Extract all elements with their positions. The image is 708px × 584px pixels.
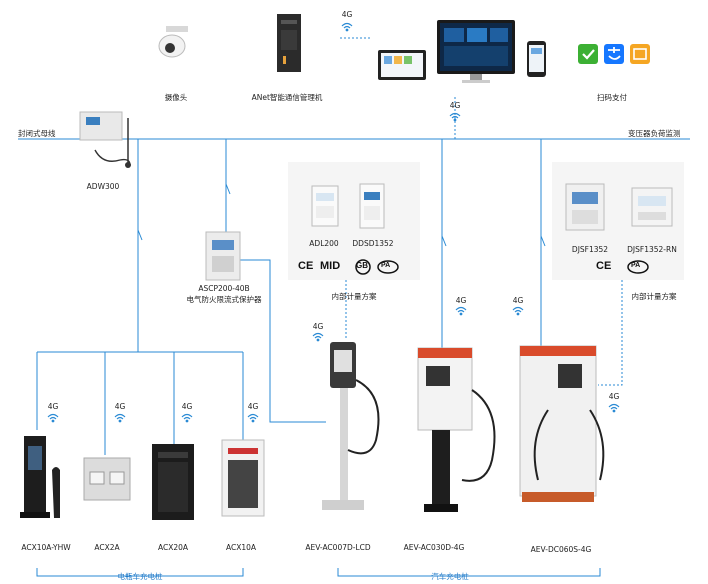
acx10a-yhw-charger-icon — [20, 436, 60, 518]
breaker-symbol-2 — [225, 183, 231, 195]
panel-right-caption: 内部计量方案 — [631, 292, 677, 301]
device-label-ac007d: AEV-AC007D-LCD — [305, 543, 371, 552]
payment-label: 扫码支付 — [597, 93, 627, 102]
unionpay-icon — [630, 44, 650, 64]
wifi-icon — [247, 413, 259, 423]
wifi-icon — [181, 413, 193, 423]
pa-cert-left: PA — [381, 262, 391, 269]
tablet-icon — [378, 50, 426, 80]
ebike-signal-2: 4G — [114, 402, 126, 411]
device-label-acx20a: ACX20A — [157, 543, 189, 552]
ddsd1352-meter-icon — [359, 183, 385, 229]
camera-icon — [158, 26, 188, 58]
acx20a-charger-icon — [152, 444, 194, 520]
wifi-icon — [341, 22, 353, 32]
breaker-symbol-3 — [441, 235, 447, 247]
alipay-icon — [604, 44, 624, 64]
bus-right-label: 变压器负荷监测 — [628, 129, 681, 138]
adl200-meter-icon — [311, 185, 339, 227]
acx2a-charger-icon — [83, 457, 131, 501]
wifi-icon — [608, 403, 620, 413]
device-label-ac030d: AEV-AC030D-4G — [403, 543, 465, 552]
device-label-acx10a: ACX10A — [225, 543, 257, 552]
pa-cert-right: PA — [631, 262, 641, 269]
mid-cert-left: MID — [320, 260, 341, 272]
ascp200-protector-icon — [205, 231, 241, 281]
adw300-meter-icon — [79, 111, 131, 168]
protector-name-label: 电气防火限流式保护器 — [186, 295, 262, 304]
wifi-icon — [455, 306, 467, 316]
aev-dc060s-charger-icon — [519, 345, 605, 502]
device-label-acx10a-yhw: ACX10A-YHW — [21, 543, 71, 552]
ebike-signal-4: 4G — [247, 402, 259, 411]
breaker-symbol — [137, 229, 143, 241]
ebike-signal-3: 4G — [181, 402, 193, 411]
wifi-icons — [47, 22, 620, 423]
ce-cert-left: CE — [298, 260, 314, 272]
djsf1352-rn-meter-icon — [631, 187, 673, 227]
protector-to-ac-line — [240, 259, 326, 423]
ebike-group-label: 电瓶车充电桩 — [117, 572, 163, 581]
bus-left-label: 封闭式母线 — [18, 129, 56, 138]
panel-left-model-1: ADL200 — [309, 239, 339, 248]
device-label-dc060s: AEV-DC060S-4G — [530, 545, 592, 554]
wifi-icon — [449, 112, 461, 122]
gb-cert-mark — [355, 259, 371, 275]
ev-signal-4: 4G — [608, 392, 620, 401]
ev-signal-3: 4G — [512, 296, 524, 305]
metering-panel-left — [288, 162, 420, 280]
pa-cert-mark-right — [627, 260, 649, 274]
gb-cert-left: GB — [356, 261, 368, 270]
panel-left-caption: 内部计量方案 — [331, 292, 377, 301]
device-label-acx2a: ACX2A — [94, 543, 120, 552]
ev-signal-1: 4G — [312, 322, 324, 331]
panel-left-model-2: DDSD1352 — [352, 239, 394, 248]
breaker-symbol-4 — [540, 235, 546, 247]
ce-cert-right: CE — [596, 260, 612, 272]
aev-ac030d-charger-icon — [417, 347, 496, 512]
bus-signal-label: 4G — [449, 101, 461, 110]
adw300-label: ADW300 — [86, 182, 120, 191]
wifi-icon — [312, 332, 324, 342]
wifi-icon — [512, 306, 524, 316]
ev-group-label: 汽车充电桩 — [431, 572, 469, 581]
wifi-icon — [114, 413, 126, 423]
panel-right-link — [598, 280, 623, 386]
ev-signal-2: 4G — [455, 296, 467, 305]
gateway-label: ANet智能通信管理机 — [251, 93, 323, 102]
wechat-pay-icon — [578, 44, 598, 64]
ebike-group-bracket — [36, 568, 244, 577]
camera-label: 摄像头 — [164, 93, 188, 102]
gateway-signal-label: 4G — [341, 10, 353, 19]
wifi-icon — [47, 413, 59, 423]
acx10a-charger-icon — [221, 439, 265, 517]
protector-model-label: ASCP200-40B — [198, 284, 250, 293]
djsf1352-meter-icon — [565, 183, 605, 231]
panel-right-model-1: DJSF1352 — [571, 245, 609, 254]
ebike-signal-1: 4G — [47, 402, 59, 411]
panel-right-model-2: DJSF1352-RN — [627, 245, 677, 254]
ev-group-bracket — [337, 568, 601, 577]
monitor-icon — [437, 20, 515, 83]
pa-cert-mark-left — [377, 260, 399, 274]
gateway-device-icon — [277, 14, 301, 72]
phone-icon — [527, 41, 546, 77]
aev-ac007d-charger-icon — [322, 342, 380, 510]
